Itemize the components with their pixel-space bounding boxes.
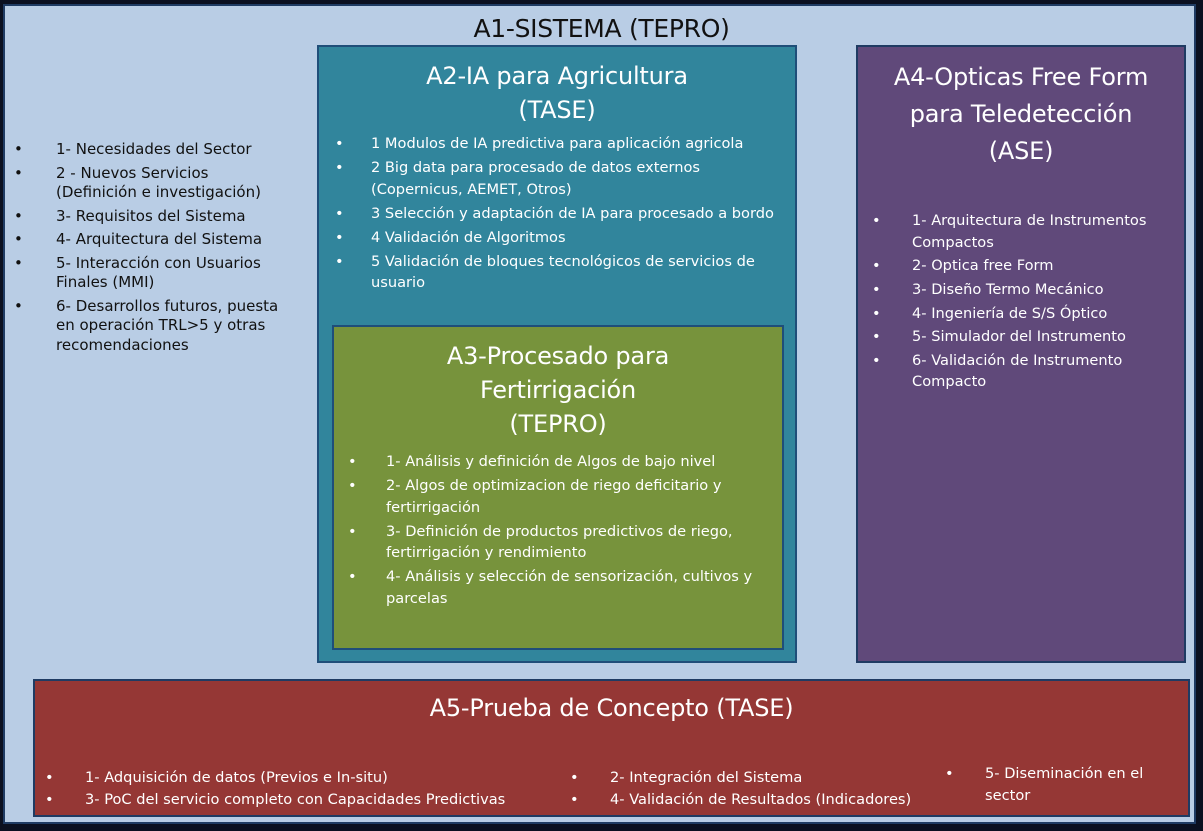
- a3-title-line: Fertirrigación: [479, 376, 637, 404]
- a1-item: 5- Interacción con Usuarios Finales (MMI…: [14, 254, 289, 293]
- a1-item: 4- Arquitectura del Sistema: [14, 230, 289, 250]
- a5-item: 3- PoC del servicio completo con Capacid…: [45, 789, 565, 811]
- a3-item: 4- Análisis y selección de sensorización…: [346, 566, 774, 609]
- a1-title: A1-SISTEMA (TEPRO): [473, 14, 730, 43]
- a2-title-line: (TASE): [518, 96, 596, 124]
- a5-item-list-col1: 1- Adquisición de datos (Previos e In-si…: [45, 767, 565, 811]
- a2-title-line: A2-IA para Agricultura: [426, 62, 688, 90]
- a2-item: 2 Big data para procesado de datos exter…: [333, 157, 783, 200]
- a5-prueba-concepto-box: A5-Prueba de Concepto (TASE) 1- Adquisic…: [33, 679, 1190, 817]
- a3-item: 2- Algos de optimizacion de riego defici…: [346, 475, 774, 518]
- a2-title: A2-IA para Agricultura (TASE): [319, 59, 795, 127]
- a1-item: 1- Necesidades del Sector: [14, 140, 289, 160]
- a4-title-line: A4-Opticas Free Form: [893, 63, 1149, 91]
- a4-title-line: para Teledetección: [909, 100, 1133, 128]
- a1-item: 6- Desarrollos futuros, puesta en operac…: [14, 297, 289, 356]
- a5-item: 4- Validación de Resultados (Indicadores…: [570, 789, 940, 811]
- a1-item: 3- Requisitos del Sistema: [14, 207, 289, 227]
- a3-title: A3-Procesado para Fertirrigación (TEPRO): [334, 339, 782, 441]
- a2-item: 4 Validación de Algoritmos: [333, 227, 783, 249]
- a4-item: 2- Optica free Form: [872, 255, 1172, 277]
- a1-item: 2 - Nuevos Servicios (Definición e inves…: [14, 164, 289, 203]
- a2-item: 3 Selección y adaptación de IA para proc…: [333, 203, 783, 225]
- a4-item-list: 1- Arquitectura de Instrumentos Compacto…: [872, 210, 1172, 395]
- a4-opticas-free-form-box: A4-Opticas Free Form para Teledetección …: [856, 45, 1186, 663]
- a5-title: A5-Prueba de Concepto (TASE): [429, 694, 794, 722]
- a5-item-list-col2: 2- Integración del Sistema 4- Validación…: [570, 767, 940, 811]
- a4-item: 1- Arquitectura de Instrumentos Compacto…: [872, 210, 1172, 253]
- a5-item: 5- Diseminación en el sector: [945, 763, 1185, 806]
- a2-item-list: 1 Modulos de IA predictiva para aplicaci…: [333, 133, 783, 296]
- a5-item: 2- Integración del Sistema: [570, 767, 940, 789]
- a4-title: A4-Opticas Free Form para Teledetección …: [858, 59, 1184, 170]
- a5-item-list-col3: 5- Diseminación en el sector: [945, 763, 1185, 807]
- a2-item: 1 Modulos de IA predictiva para aplicaci…: [333, 133, 783, 155]
- a4-item: 4- Ingeniería de S/S Óptico: [872, 303, 1172, 325]
- a4-item: 5- Simulador del Instrumento: [872, 326, 1172, 348]
- a2-item: 5 Validación de bloques tecnológicos de …: [333, 251, 783, 294]
- a3-title-line: A3-Procesado para: [446, 342, 670, 370]
- a3-item: 3- Definición de productos predictivos d…: [346, 521, 774, 564]
- a4-item: 6- Validación de Instrumento Compacto: [872, 350, 1172, 393]
- a3-title-line: (TEPRO): [509, 410, 607, 438]
- a3-procesado-fertirrigacion-box: A3-Procesado para Fertirrigación (TEPRO)…: [332, 325, 784, 650]
- a1-item-list: 1- Necesidades del Sector 2 - Nuevos Ser…: [14, 140, 289, 359]
- a4-title-line: (ASE): [988, 137, 1054, 165]
- a4-item: 3- Diseño Termo Mecánico: [872, 279, 1172, 301]
- a5-item: 1- Adquisición de datos (Previos e In-si…: [45, 767, 565, 789]
- a3-item: 1- Análisis y definición de Algos de baj…: [346, 451, 774, 473]
- a3-item-list: 1- Análisis y definición de Algos de baj…: [346, 451, 774, 612]
